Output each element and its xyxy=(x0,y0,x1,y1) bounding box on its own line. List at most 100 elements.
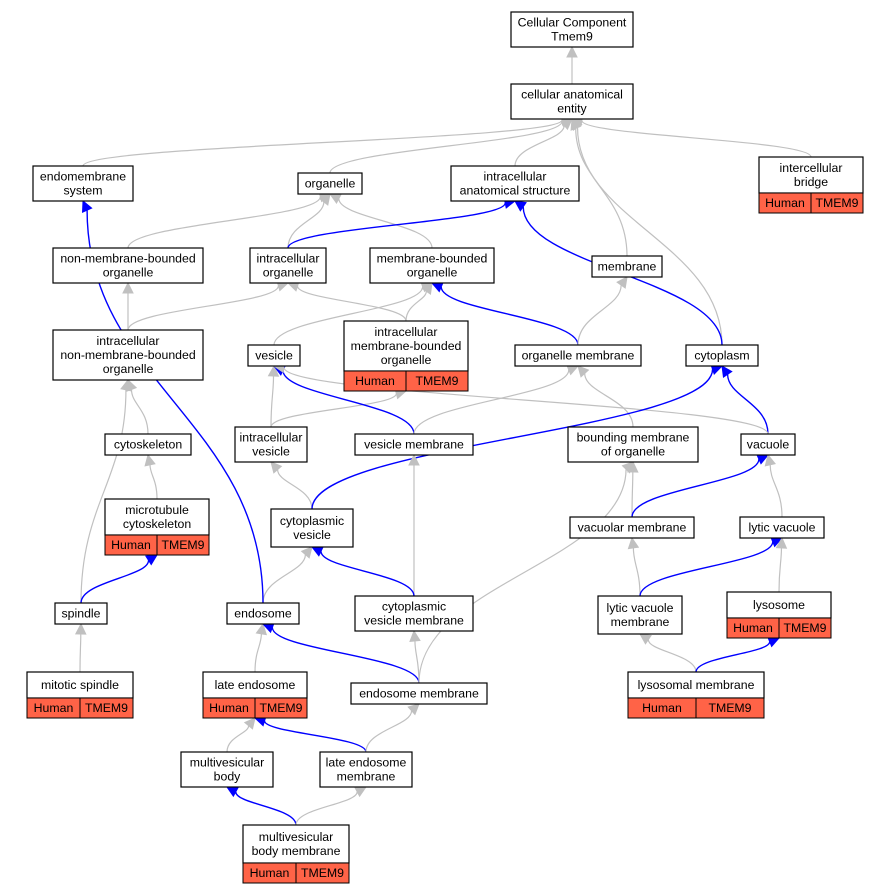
go-term-node-orgmem[interactable]: organelle membrane xyxy=(514,344,642,367)
edge-arrowhead xyxy=(616,276,628,289)
node-label-line: body membrane xyxy=(252,844,341,858)
edge-arrowhead xyxy=(144,453,156,467)
node-label-line: endosome membrane xyxy=(359,687,479,701)
go-term-node-cytoplasm[interactable]: cytoplasm xyxy=(685,344,759,367)
go-term-node-vesicle[interactable]: vesicle xyxy=(247,344,301,367)
is-a-edge-line xyxy=(82,119,563,167)
part-of-edge-line xyxy=(311,369,714,510)
node-label-line: system xyxy=(64,184,103,198)
node-label-box xyxy=(739,516,825,539)
node-label-line: endomembrane xyxy=(40,170,126,184)
node-label-line: membrane xyxy=(611,615,670,629)
go-term-node-cytoskeleton[interactable]: cytoskeleton xyxy=(104,433,192,456)
node-label-line: organelle xyxy=(381,353,432,367)
go-term-node-endomem[interactable]: endosome membrane xyxy=(350,682,488,705)
node-label-box xyxy=(591,255,663,278)
edge-arrowhead xyxy=(270,461,283,474)
edge-arrowhead xyxy=(81,199,93,213)
part-of-edge-line xyxy=(440,286,579,346)
node-label-line: cytoplasmic xyxy=(280,514,344,528)
node-label-line: cytoplasm xyxy=(694,349,749,363)
edge-inmbo-to-nmbo xyxy=(122,281,134,331)
edge-iv-to-imbo xyxy=(270,388,408,428)
node-label-line: vesicle membrane xyxy=(364,614,464,628)
is-a-edge-line xyxy=(127,196,321,249)
annotation-species: Human xyxy=(642,701,682,715)
edge-cvm-to-vesmem xyxy=(408,453,420,597)
part-of-edge-line xyxy=(726,374,769,435)
go-term-node-vesmem[interactable]: vesicle membrane xyxy=(354,433,474,456)
node-label-box xyxy=(627,671,765,699)
edge-arrowhead xyxy=(408,453,420,466)
is-a-edge-line xyxy=(270,375,275,428)
node-label-box xyxy=(354,595,474,632)
node-label-box xyxy=(226,602,300,625)
annotation-species: Human xyxy=(34,701,74,715)
edge-spindle-to-inmbo xyxy=(80,378,132,604)
edge-arrowhead xyxy=(514,200,527,212)
is-a-edge-line xyxy=(405,291,427,322)
annotation-species: Human xyxy=(355,374,395,388)
node-label-line: lytic vacuole xyxy=(749,521,816,535)
go-term-node-lytvac[interactable]: lytic vacuole xyxy=(739,516,825,539)
node-label-box xyxy=(510,83,634,120)
edge-lvm-to-vacmem xyxy=(627,536,641,597)
node-label-line: membrane xyxy=(598,260,657,274)
node-label-box xyxy=(740,433,796,456)
go-term-node-organelle[interactable]: organelle xyxy=(297,172,363,195)
node-label-box xyxy=(180,751,274,788)
is-a-edge-line xyxy=(130,389,149,435)
node-label-line: organelle xyxy=(103,266,154,280)
node-label-box xyxy=(514,344,642,367)
is-a-edge-line xyxy=(295,791,358,826)
go-term-node-endosome[interactable]: endosome xyxy=(226,602,300,625)
go-term-node-inmbo[interactable]: intracellularnon-membrane-boundedorganel… xyxy=(52,329,204,381)
annotation-cell xyxy=(156,534,210,556)
annotation-cell xyxy=(405,370,469,392)
annotation-gene: TMEM9 xyxy=(708,701,751,715)
go-term-node-spindle[interactable]: spindle xyxy=(54,602,108,625)
go-term-node-imbo[interactable]: intracellularmembrane-boundedorganelleHu… xyxy=(343,320,469,392)
go-term-node-membrane[interactable]: membrane xyxy=(591,255,663,278)
go-term-node-vacuole[interactable]: vacuole xyxy=(740,433,796,456)
node-label-line: entity xyxy=(557,102,587,116)
node-label-box xyxy=(369,247,495,284)
part-of-edge-line xyxy=(631,458,760,518)
annotation-cell xyxy=(254,697,308,719)
go-term-node-vacmem[interactable]: vacuolar membrane xyxy=(569,516,695,539)
node-label-line: Cellular Component xyxy=(518,16,627,30)
annotation-species: Human xyxy=(250,866,290,880)
edge-mbo-to-organelle xyxy=(329,193,433,249)
edge-arrowhead xyxy=(120,378,132,392)
is-a-edge-line xyxy=(254,633,262,673)
node-label-line: vesicle membrane xyxy=(364,438,464,452)
edge-arrowhead xyxy=(267,364,280,377)
node-label-line: cytoplasmic xyxy=(382,600,446,614)
is-a-edge-line xyxy=(338,198,433,249)
edge-arrowhead xyxy=(243,717,256,730)
node-label-box xyxy=(249,247,327,284)
